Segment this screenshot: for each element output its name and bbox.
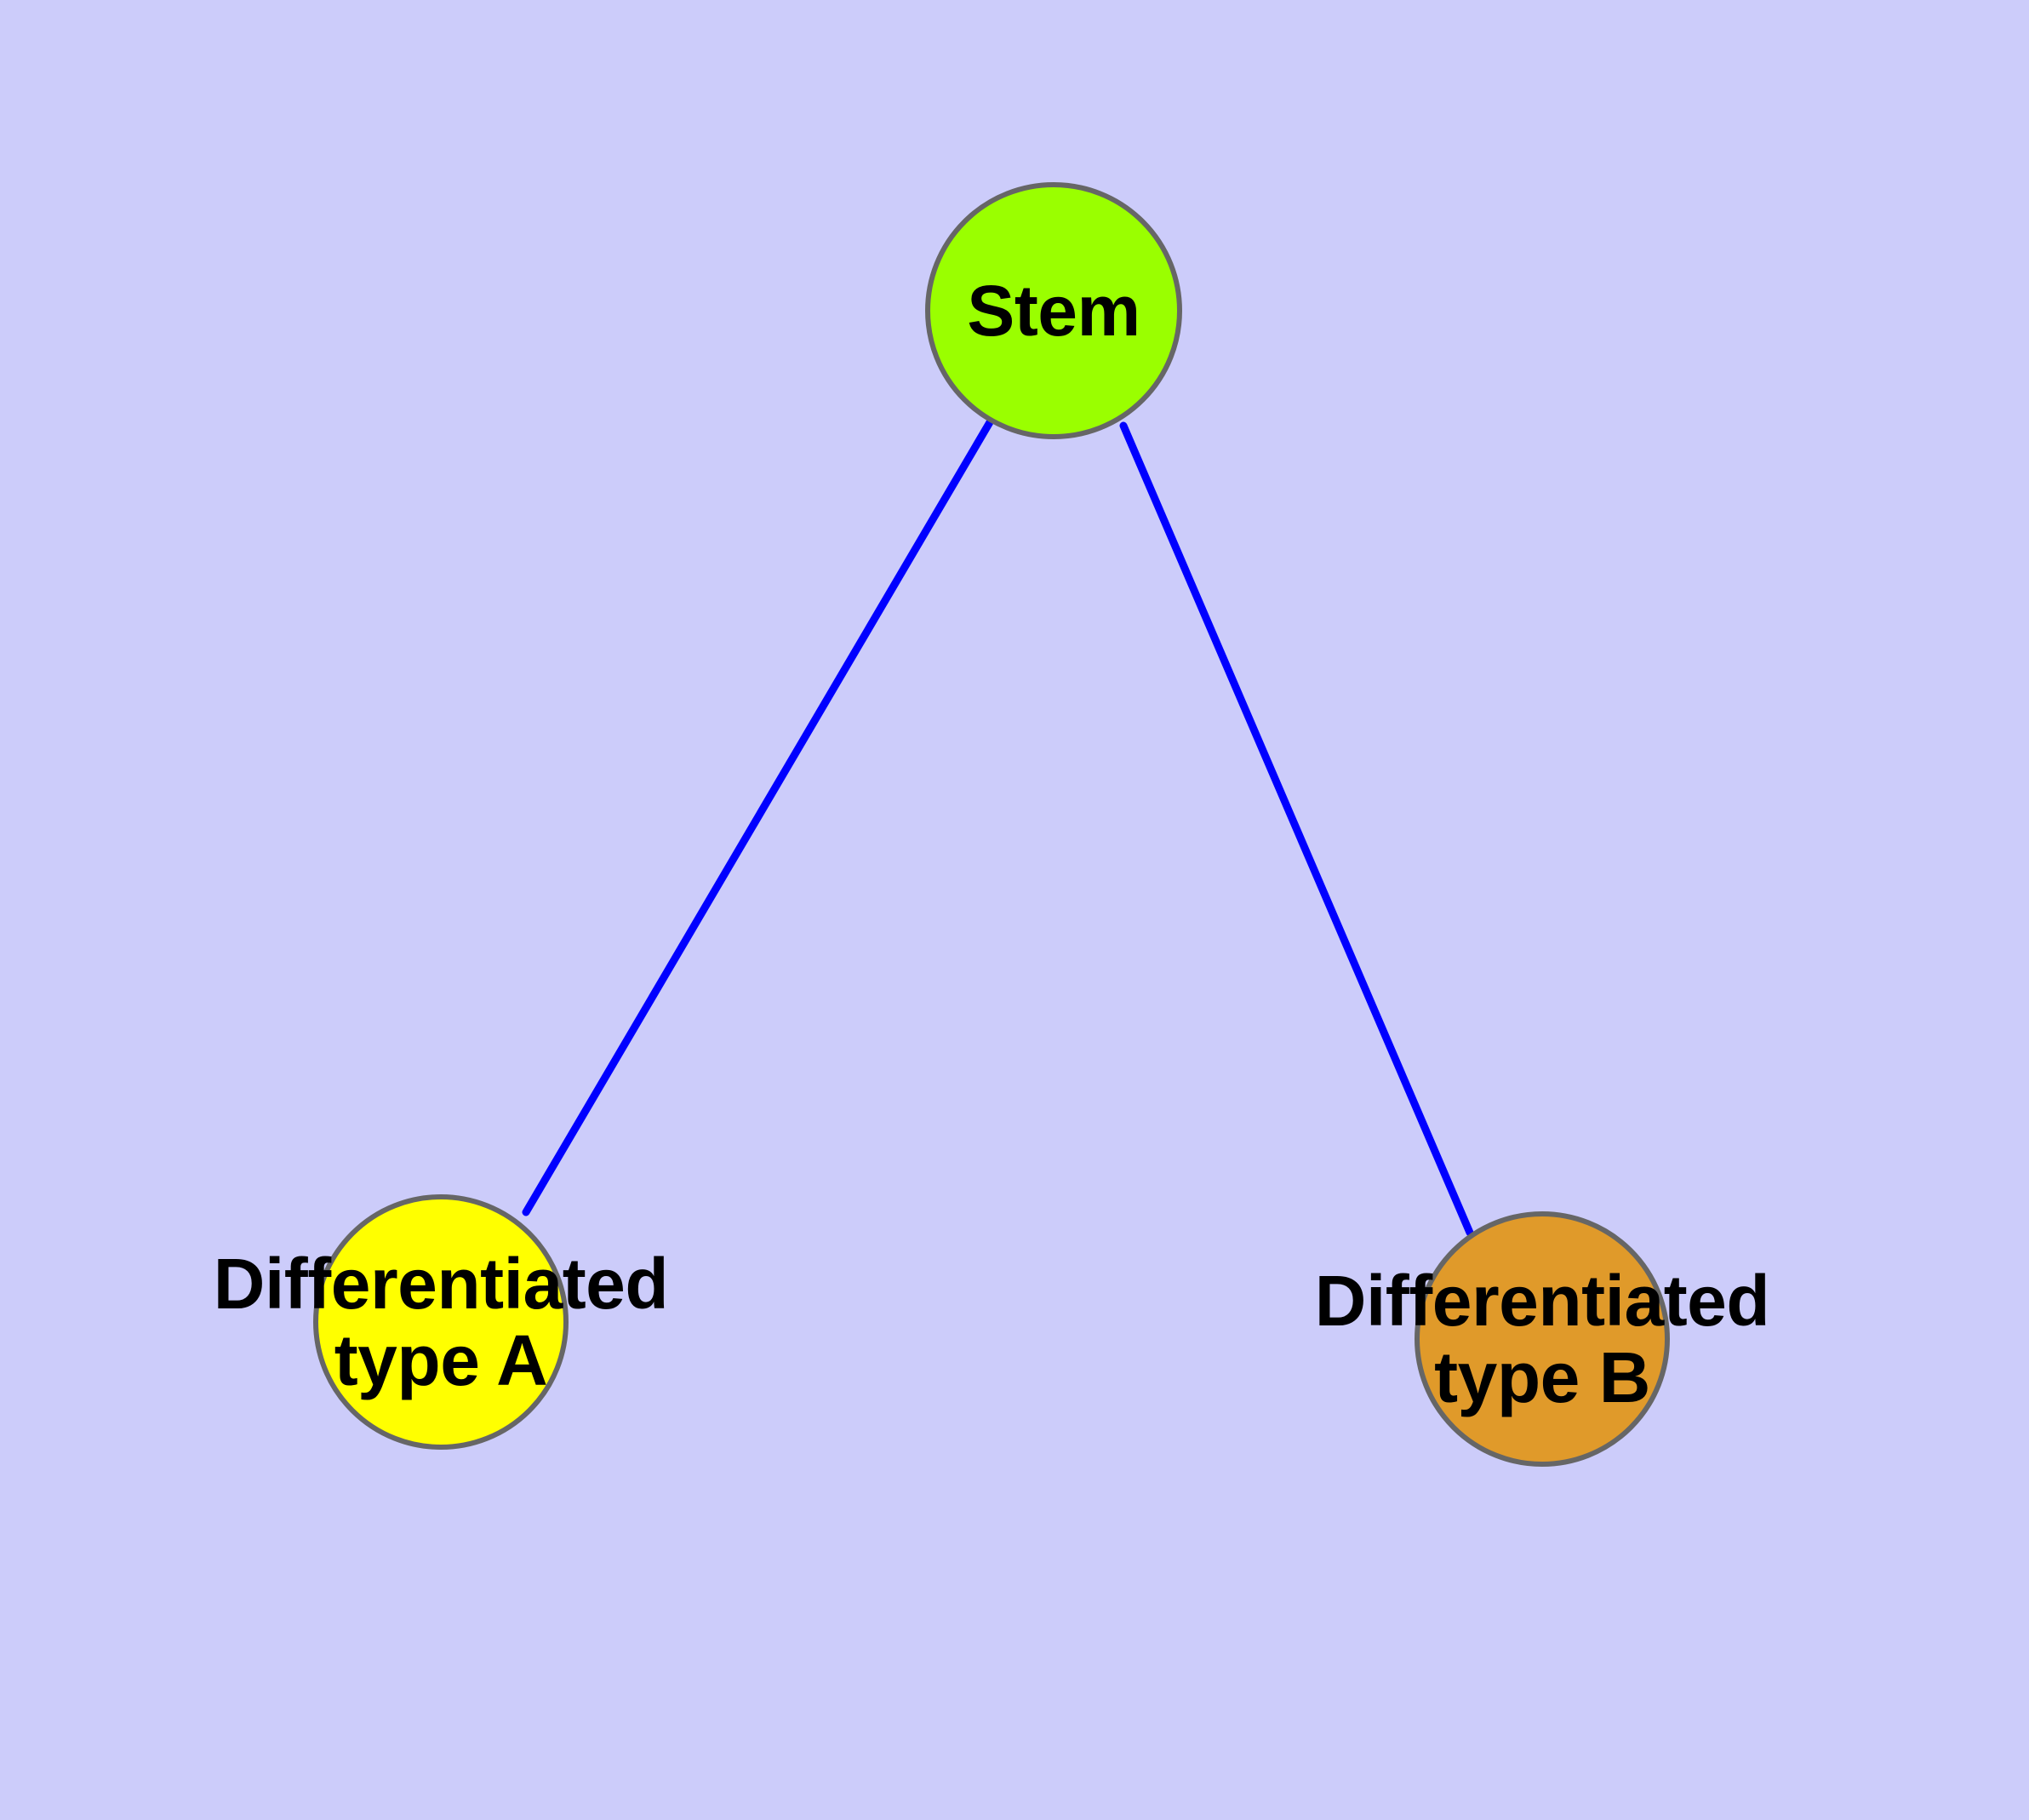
node-label-stem: Stem [967, 270, 1140, 351]
node-label-differentiated-type-b: Differentiated type B [1314, 1260, 1770, 1418]
node-differentiated-type-b[interactable] [1415, 1211, 1670, 1467]
node-differentiated-type-a[interactable] [313, 1194, 569, 1450]
edge-stem-to-differentiated-type-b[interactable] [1119, 421, 1474, 1237]
node-stem[interactable] [925, 182, 1182, 439]
node-label-differentiated-type-a: Differentiated type A [213, 1243, 669, 1401]
edge-stem-to-differentiated-type-a[interactable] [522, 418, 994, 1216]
